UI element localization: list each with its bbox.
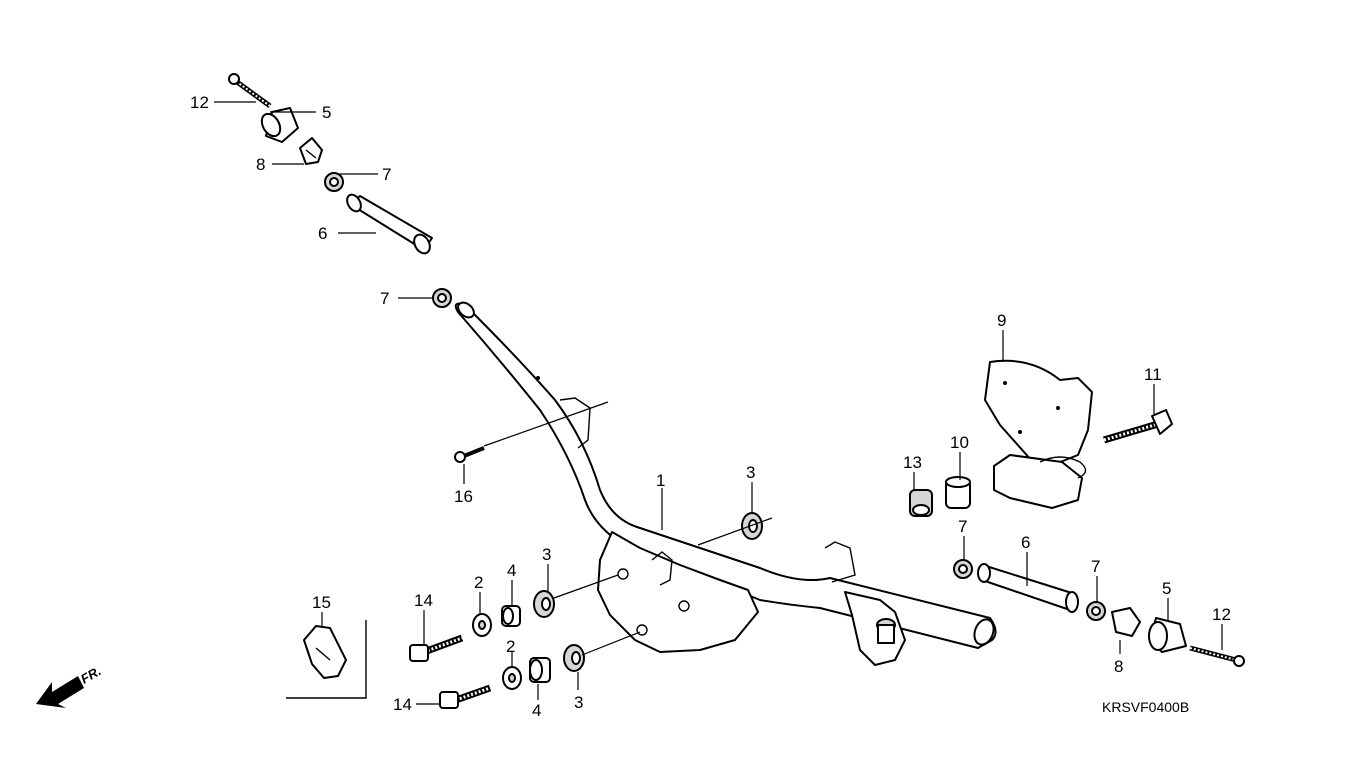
callout-16: 16 xyxy=(454,487,473,506)
callout-10: 10 xyxy=(950,433,969,452)
callout-5: 5 xyxy=(322,103,331,122)
collar-7-left-top[interactable] xyxy=(324,172,344,192)
clamp-15[interactable] xyxy=(303,625,347,679)
drawing-code: KRSVF0400B xyxy=(1102,699,1189,715)
weight-5-left[interactable] xyxy=(258,107,299,143)
bolt-12-right[interactable] xyxy=(1189,645,1245,667)
leader-lines xyxy=(214,101,1223,705)
callout-8: 8 xyxy=(256,155,265,174)
clip-8-left[interactable] xyxy=(299,137,323,165)
collar-10[interactable] xyxy=(945,476,971,509)
clip-8-right[interactable] xyxy=(1111,607,1141,637)
bolt-12-left[interactable] xyxy=(228,73,272,109)
rubber-3-bottom[interactable] xyxy=(563,644,585,672)
callout-6: 6 xyxy=(1021,533,1030,552)
callout-2: 2 xyxy=(506,637,515,656)
callout-12: 12 xyxy=(190,93,209,112)
bolt-11[interactable] xyxy=(1103,409,1173,444)
rubber-3-upper[interactable] xyxy=(741,512,763,540)
axis-lines xyxy=(483,401,773,656)
screw-16[interactable] xyxy=(454,446,485,463)
bolt-14-bottom[interactable] xyxy=(439,684,492,709)
rubber-6-right[interactable] xyxy=(977,563,1079,613)
callout-7: 7 xyxy=(382,165,391,184)
callout-14: 14 xyxy=(414,591,433,610)
callout-12: 12 xyxy=(1212,605,1231,624)
washer-2-bottom[interactable] xyxy=(502,666,522,690)
nut-13[interactable] xyxy=(909,489,933,517)
collar-4-bottom[interactable] xyxy=(529,657,551,683)
callout-14: 14 xyxy=(393,695,412,714)
callout-13: 13 xyxy=(903,453,922,472)
callout-8: 8 xyxy=(1114,657,1123,676)
callout-3: 3 xyxy=(746,463,755,482)
bolt-14-top[interactable] xyxy=(409,634,464,662)
callout-4: 4 xyxy=(532,701,541,720)
callout-2: 2 xyxy=(474,573,483,592)
callout-11: 11 xyxy=(1144,365,1162,384)
front-label: FR. xyxy=(78,663,104,686)
rubber-3-top[interactable] xyxy=(533,590,555,618)
weight-5-right[interactable] xyxy=(1148,617,1187,653)
callout-15: 15 xyxy=(312,593,331,612)
handlebar-bracket[interactable] xyxy=(597,531,759,653)
rubber-6-left[interactable] xyxy=(344,192,433,256)
callout-7: 7 xyxy=(958,517,967,536)
washer-2-top[interactable] xyxy=(472,613,492,637)
callout-3: 3 xyxy=(542,545,551,564)
inset-frame xyxy=(286,620,367,699)
right-mount-bracket[interactable] xyxy=(844,591,906,666)
callout-6: 6 xyxy=(318,224,327,243)
callout-9: 9 xyxy=(997,311,1006,330)
collar-7-left-bottom[interactable] xyxy=(432,288,452,308)
callout-5: 5 xyxy=(1162,579,1171,598)
collar-4-top[interactable] xyxy=(501,605,521,627)
handlebar-pipe[interactable] xyxy=(454,300,997,649)
collar-7-right-left[interactable] xyxy=(953,559,973,579)
callout-7: 7 xyxy=(1091,557,1100,576)
collar-7-right-right[interactable] xyxy=(1086,601,1106,621)
callout-4: 4 xyxy=(507,561,516,580)
callout-1: 1 xyxy=(656,471,665,490)
holder-9[interactable] xyxy=(984,359,1093,509)
callout-7: 7 xyxy=(380,289,389,308)
callout-3: 3 xyxy=(574,693,583,712)
front-direction-arrow: FR. xyxy=(36,663,104,708)
